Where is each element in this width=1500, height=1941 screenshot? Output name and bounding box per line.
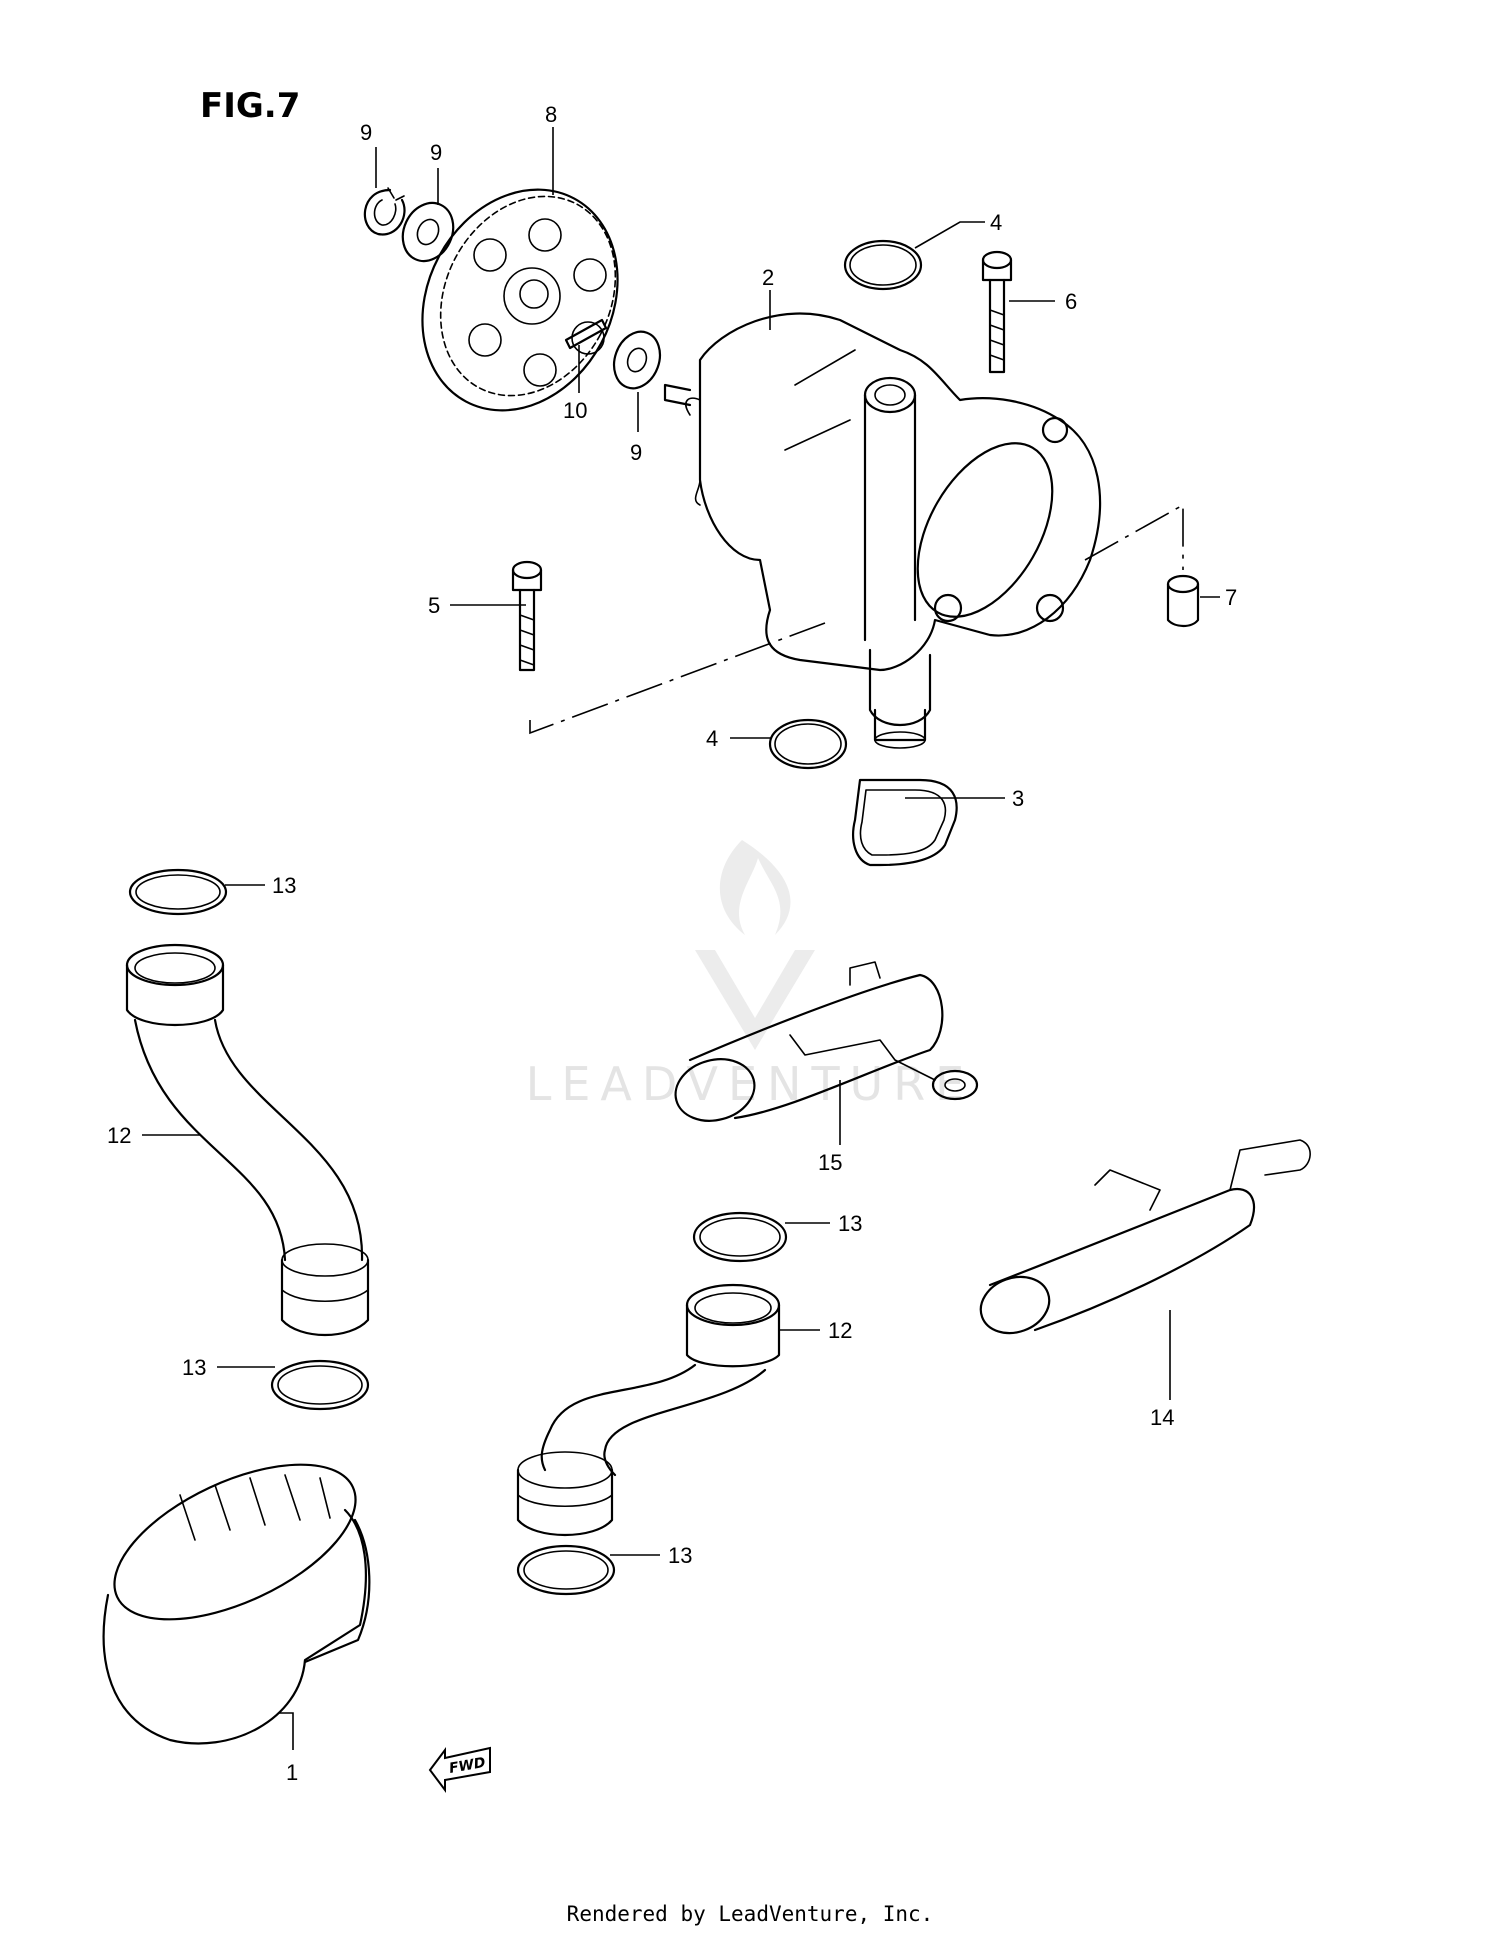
part-o-ring-pipe-2[interactable]: [270, 1359, 370, 1411]
part-dowel[interactable]: [1166, 574, 1200, 628]
part-oil-filter[interactable]: [92, 1433, 378, 1745]
callout-9-middle: 9: [630, 440, 642, 465]
callout-numbers: 9 9 8 10 9 2 4 6 7 5 4 3 13 12 13 1 13 1…: [107, 102, 1237, 1785]
callout-10: 10: [563, 398, 587, 423]
part-washer-middle[interactable]: [606, 325, 667, 395]
part-driven-gear[interactable]: [385, 155, 655, 444]
part-bolt-right[interactable]: [981, 250, 1013, 374]
callout-14: 14: [1150, 1405, 1174, 1430]
callout-11: 9: [360, 120, 372, 145]
part-oil-pipe-bracket-upper[interactable]: [669, 961, 979, 1129]
callout-9-top: 9: [430, 140, 442, 165]
callout-5: 5: [428, 593, 440, 618]
part-oil-pipe-left[interactable]: [125, 943, 370, 1336]
assembly-line-left: [529, 622, 826, 735]
part-pin[interactable]: [564, 318, 608, 350]
part-o-ring-pipe-3[interactable]: [692, 1211, 788, 1263]
callout-15: 15: [818, 1150, 842, 1175]
callout-13-top-left: 13: [272, 873, 296, 898]
callout-3: 3: [1012, 786, 1024, 811]
part-o-ring-pipe-4[interactable]: [516, 1544, 616, 1596]
callout-2: 2: [762, 265, 774, 290]
callout-1: 1: [286, 1760, 298, 1785]
part-o-ring-pipe-1[interactable]: [128, 868, 228, 916]
fwd-arrow-icon: FWD: [428, 1746, 491, 1793]
callout-13-bottom: 13: [668, 1543, 692, 1568]
part-oil-pump[interactable]: [663, 312, 1102, 749]
part-o-ring-bottom[interactable]: [768, 718, 848, 770]
callout-4-bottom: 4: [706, 726, 718, 751]
callout-12-middle: 12: [828, 1318, 852, 1343]
leader-lines: [142, 127, 1220, 1750]
callout-4-top: 4: [990, 210, 1002, 235]
part-bolt-left[interactable]: [511, 560, 543, 672]
part-gasket[interactable]: [852, 778, 958, 867]
footer-credit: Rendered by LeadVenture, Inc.: [566, 1902, 934, 1926]
callout-7: 7: [1225, 585, 1237, 610]
callout-6: 6: [1065, 289, 1077, 314]
callout-13-middle: 13: [838, 1211, 862, 1236]
fwd-label: FWD: [448, 1755, 487, 1777]
part-oil-pipe-middle[interactable]: [516, 1283, 781, 1536]
part-circlip[interactable]: [363, 187, 406, 236]
part-washer-top[interactable]: [394, 195, 463, 270]
callout-12-left: 12: [107, 1123, 131, 1148]
part-oil-pipe-bracket-lower[interactable]: [973, 1139, 1311, 1342]
callout-8: 8: [545, 102, 557, 127]
callout-13-bottom-left: 13: [182, 1355, 206, 1380]
part-o-ring-top[interactable]: [843, 239, 923, 291]
figure-title: FIG.7: [200, 86, 300, 126]
assembly-line-right: [1084, 503, 1184, 570]
